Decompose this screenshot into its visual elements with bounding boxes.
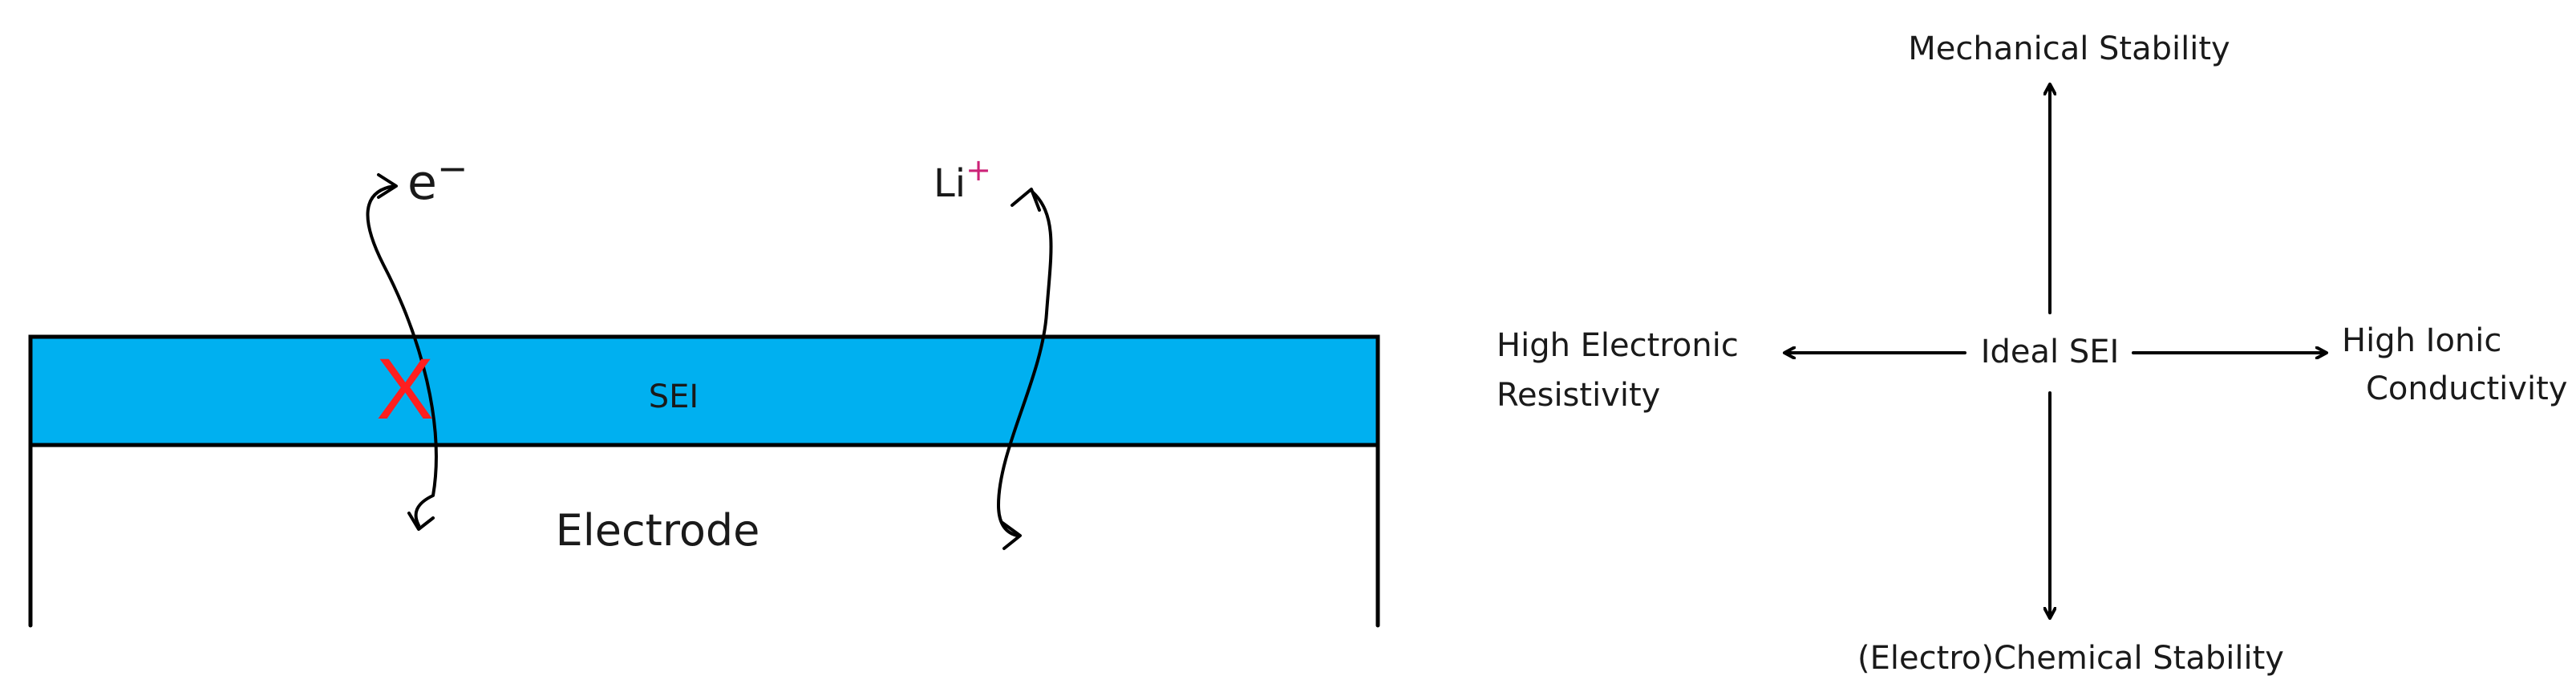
- electron-arrowhead-bottom: [407, 512, 435, 531]
- blocked-mark: X: [376, 340, 434, 437]
- sei-label: SEI: [649, 378, 699, 415]
- left-label-line1: High Electronic: [1497, 327, 1739, 364]
- electrode-outline: [28, 443, 1380, 628]
- right-label-line1: High Ionic: [2342, 322, 2501, 359]
- sei-schematic: SEI Electrode e− X Li+: [28, 147, 1380, 628]
- left-label-line2: Resistivity: [1497, 377, 1660, 414]
- electron-label: e−: [407, 147, 468, 211]
- center-label: Ideal SEI: [1981, 334, 2120, 370]
- top-label: Mechanical Stability: [1908, 30, 2230, 67]
- right-label-line2: Conductivity: [2366, 370, 2567, 407]
- lithium-label: Li+: [934, 152, 991, 206]
- ideal-sei-diagram: Ideal SEI Mechanical Stability (Electro)…: [1497, 30, 2567, 677]
- electron-charge: −: [437, 147, 468, 190]
- right-label: High Ionic Conductivity: [2342, 322, 2567, 407]
- electron-arrowhead-top: [377, 173, 398, 199]
- bottom-label: (Electro)Chemical Stability: [1857, 640, 2284, 677]
- electrode-label: Electrode: [556, 505, 760, 556]
- sei-layer: [28, 334, 1380, 447]
- lithium-path: [997, 191, 1053, 537]
- electron-path: [366, 184, 438, 527]
- lithium-arrowhead-top: [1011, 188, 1041, 212]
- lithium-charge: +: [966, 152, 991, 188]
- left-label: High Electronic Resistivity: [1497, 327, 1749, 414]
- lithium-arrowhead-bottom: [1001, 521, 1022, 550]
